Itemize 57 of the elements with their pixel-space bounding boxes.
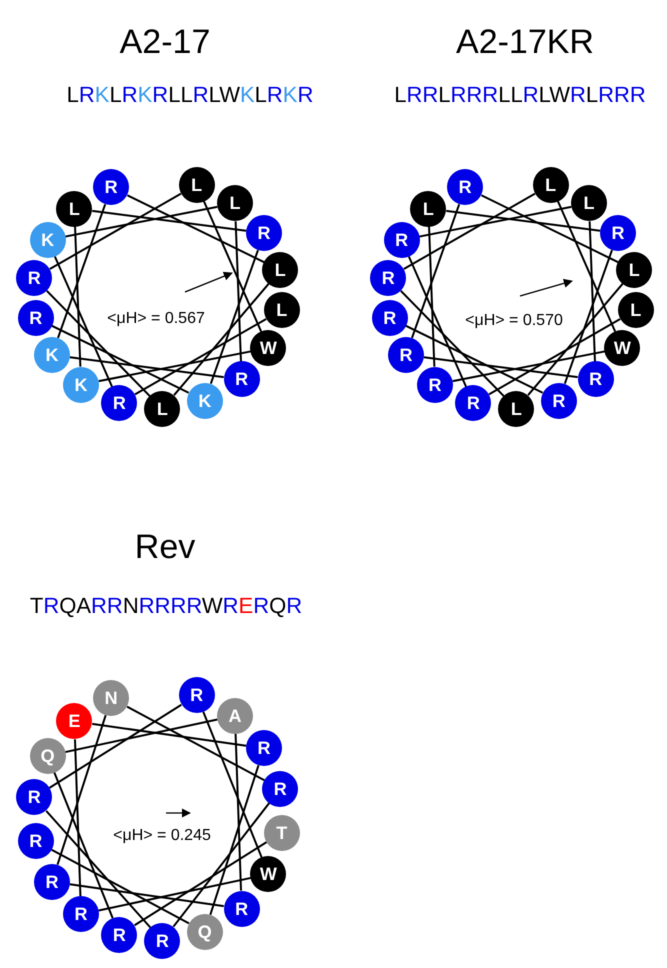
connector-line <box>56 715 107 865</box>
connector-line <box>48 704 182 789</box>
connector-line <box>408 256 468 388</box>
connector-line <box>92 210 246 232</box>
connector-line <box>46 290 150 397</box>
connector-line <box>564 250 613 384</box>
peptide-title: A2-17KR <box>456 25 594 59</box>
connector-line <box>51 324 190 394</box>
connector-line <box>527 283 624 396</box>
connector-line <box>70 883 224 908</box>
connector-line <box>54 256 114 388</box>
connector-line <box>49 192 182 270</box>
peptide-title: Rev <box>134 530 196 564</box>
connector-line <box>400 290 504 397</box>
connector-line <box>98 876 251 912</box>
connector-line <box>446 210 600 232</box>
connector-line <box>134 841 268 926</box>
connector-line <box>424 356 578 378</box>
connector-line <box>210 250 259 384</box>
connector-line <box>70 356 224 378</box>
connector-line <box>45 810 152 928</box>
connector-line <box>234 734 242 891</box>
sequence-text: LRRLRRRLLRLWRLRRR <box>394 84 646 106</box>
connector-line <box>98 350 251 382</box>
connector-line <box>403 192 536 270</box>
connector-line <box>588 221 596 362</box>
connector-line <box>556 200 616 332</box>
connector-line <box>51 848 190 924</box>
connector-line <box>480 194 619 264</box>
moment-label: <μH> = 0.245 <box>113 828 211 844</box>
connector-line <box>126 194 265 264</box>
moment-label: <μH> = 0.567 <box>107 311 205 327</box>
sequence-text: LRKLRKRLLRLWKLRKR <box>66 84 314 106</box>
connector-line <box>202 200 262 332</box>
connector-line <box>172 802 270 928</box>
connector-line <box>428 226 436 367</box>
connector-line <box>57 204 106 338</box>
connector-line <box>488 318 621 396</box>
connector-line <box>405 324 544 394</box>
connector-line <box>53 772 114 918</box>
connector-line <box>65 718 218 754</box>
connector-line <box>209 765 260 915</box>
connector-line <box>411 204 460 338</box>
peptide-title: A2-17 <box>120 25 210 59</box>
connector-line <box>234 221 242 362</box>
sequence-text: TRQARRNRRRRWRERQR <box>30 595 302 617</box>
connector-line <box>419 206 572 238</box>
connector-line <box>92 722 246 747</box>
connector-line <box>74 739 82 896</box>
connector-line <box>65 206 218 238</box>
connector-line <box>452 350 605 382</box>
connector-line <box>202 712 263 858</box>
connector-line <box>126 706 265 782</box>
connector-line <box>173 283 270 396</box>
moment-label: <μH> = 0.570 <box>465 313 563 329</box>
connector-line <box>74 226 82 367</box>
connector-line <box>134 318 267 396</box>
